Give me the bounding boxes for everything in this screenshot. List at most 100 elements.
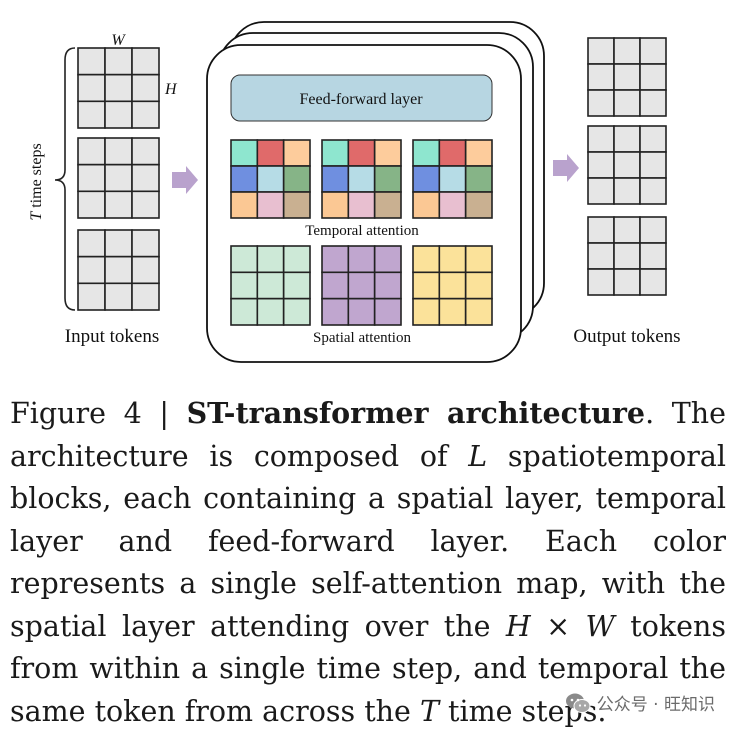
token-cell <box>131 229 160 258</box>
watermark: 公众号 · 旺知识 <box>565 690 715 715</box>
token-cell <box>104 163 133 193</box>
temporal-attention-cell <box>256 191 285 219</box>
token-cell <box>613 37 641 65</box>
temporal-attention-cell <box>321 191 350 219</box>
feed-forward-layer <box>230 74 493 122</box>
token-cell <box>77 229 106 258</box>
token-cell <box>613 268 641 296</box>
token-cell <box>639 151 667 179</box>
token-cell <box>77 100 106 129</box>
temporal-attention-cell <box>438 191 467 219</box>
token-cell <box>104 282 133 311</box>
width-label: W <box>111 32 126 49</box>
token-cell <box>104 100 133 129</box>
temporal-attention-cell <box>373 139 402 167</box>
token-cell <box>131 100 160 129</box>
spatial-attention-cell <box>347 271 376 300</box>
caption-text-1: . The architecture is composed of <box>10 397 726 473</box>
caption-text-2: spatiotemporal blocks, each containing a… <box>10 439 726 643</box>
watermark-text: 公众号 · 旺知识 <box>596 695 715 715</box>
token-cell <box>613 216 641 244</box>
caption-var-l: L <box>468 439 488 473</box>
temporal-attention-cell <box>464 139 493 167</box>
figure-label: Figure 4 | <box>10 397 187 430</box>
time-steps-label: T time steps <box>28 143 45 220</box>
token-cell <box>131 73 160 103</box>
input-tokens-group <box>77 47 160 311</box>
caption-times: × <box>530 609 586 643</box>
input-grid-1 <box>77 47 160 129</box>
temporal-attention-cell <box>230 191 259 219</box>
spatial-attention-cell <box>282 297 311 326</box>
spatial-attention-cell <box>373 245 402 274</box>
token-cell <box>587 151 615 179</box>
height-label: H <box>164 81 178 98</box>
temporal-grid-1 <box>230 139 311 219</box>
token-cell <box>77 255 106 285</box>
temporal-attention-cell <box>438 165 467 193</box>
temporal-attention-cell <box>347 165 376 193</box>
token-cell <box>639 268 667 296</box>
spatial-attention-cell <box>438 245 467 274</box>
spatial-attention-cell <box>438 271 467 300</box>
temporal-attention-cell <box>256 139 285 167</box>
spatial-attention-cell <box>230 297 259 326</box>
token-cell <box>77 190 106 219</box>
spatial-grid-2 <box>321 245 402 326</box>
temporal-attention-cell <box>438 139 467 167</box>
spatial-attention-cell <box>412 271 441 300</box>
token-cell <box>613 125 641 153</box>
spatial-attention-cell <box>230 245 259 274</box>
spatial-attention-cell <box>282 245 311 274</box>
spatial-attention-cell <box>373 297 402 326</box>
output-tokens-label: Output tokens <box>573 326 680 347</box>
spatial-attention-cell <box>321 245 350 274</box>
wechat-icon <box>565 693 591 713</box>
input-arrow <box>172 166 198 194</box>
caption-var-h: H <box>505 609 531 643</box>
token-cell <box>104 137 133 166</box>
output-grid-1 <box>587 37 667 117</box>
token-cell <box>587 37 615 65</box>
temporal-attention-cell <box>230 165 259 193</box>
input-grid-3 <box>77 229 160 311</box>
token-cell <box>613 151 641 179</box>
token-cell <box>587 242 615 270</box>
token-cell <box>104 190 133 219</box>
spatial-attention-label: Spatial attention <box>313 330 411 346</box>
spatial-grid-3 <box>412 245 493 326</box>
token-cell <box>131 137 160 166</box>
token-cell <box>77 163 106 193</box>
spatial-attention-group <box>230 245 493 326</box>
token-cell <box>77 137 106 166</box>
figure-caption: Figure 4 | ST-transformer architecture. … <box>10 392 726 733</box>
token-cell <box>613 89 641 117</box>
token-cell <box>104 229 133 258</box>
temporal-attention-cell <box>464 165 493 193</box>
spatial-attention-cell <box>438 297 467 326</box>
temporal-attention-cell <box>373 165 402 193</box>
spatial-attention-cell <box>373 271 402 300</box>
token-cell <box>587 125 615 153</box>
token-cell <box>613 242 641 270</box>
token-cell <box>77 282 106 311</box>
spatial-attention-cell <box>256 297 285 326</box>
token-cell <box>77 73 106 103</box>
output-arrow <box>553 154 579 182</box>
token-cell <box>131 47 160 76</box>
temporal-attention-cell <box>347 139 376 167</box>
spatial-attention-cell <box>230 271 259 300</box>
temporal-attention-cell <box>347 191 376 219</box>
t-variable: T <box>28 211 45 221</box>
caption-text-3: tokens from within a single time step, a… <box>10 609 727 728</box>
token-cell <box>104 73 133 103</box>
temporal-attention-label: Temporal attention <box>305 223 419 239</box>
spatial-attention-cell <box>321 271 350 300</box>
token-cell <box>639 89 667 117</box>
input-tokens-label: Input tokens <box>65 326 159 347</box>
spatial-grid-1 <box>230 245 311 326</box>
time-steps-text: time steps <box>28 143 45 211</box>
temporal-attention-cell <box>282 165 311 193</box>
temporal-attention-group <box>230 139 493 219</box>
temporal-attention-cell <box>373 191 402 219</box>
